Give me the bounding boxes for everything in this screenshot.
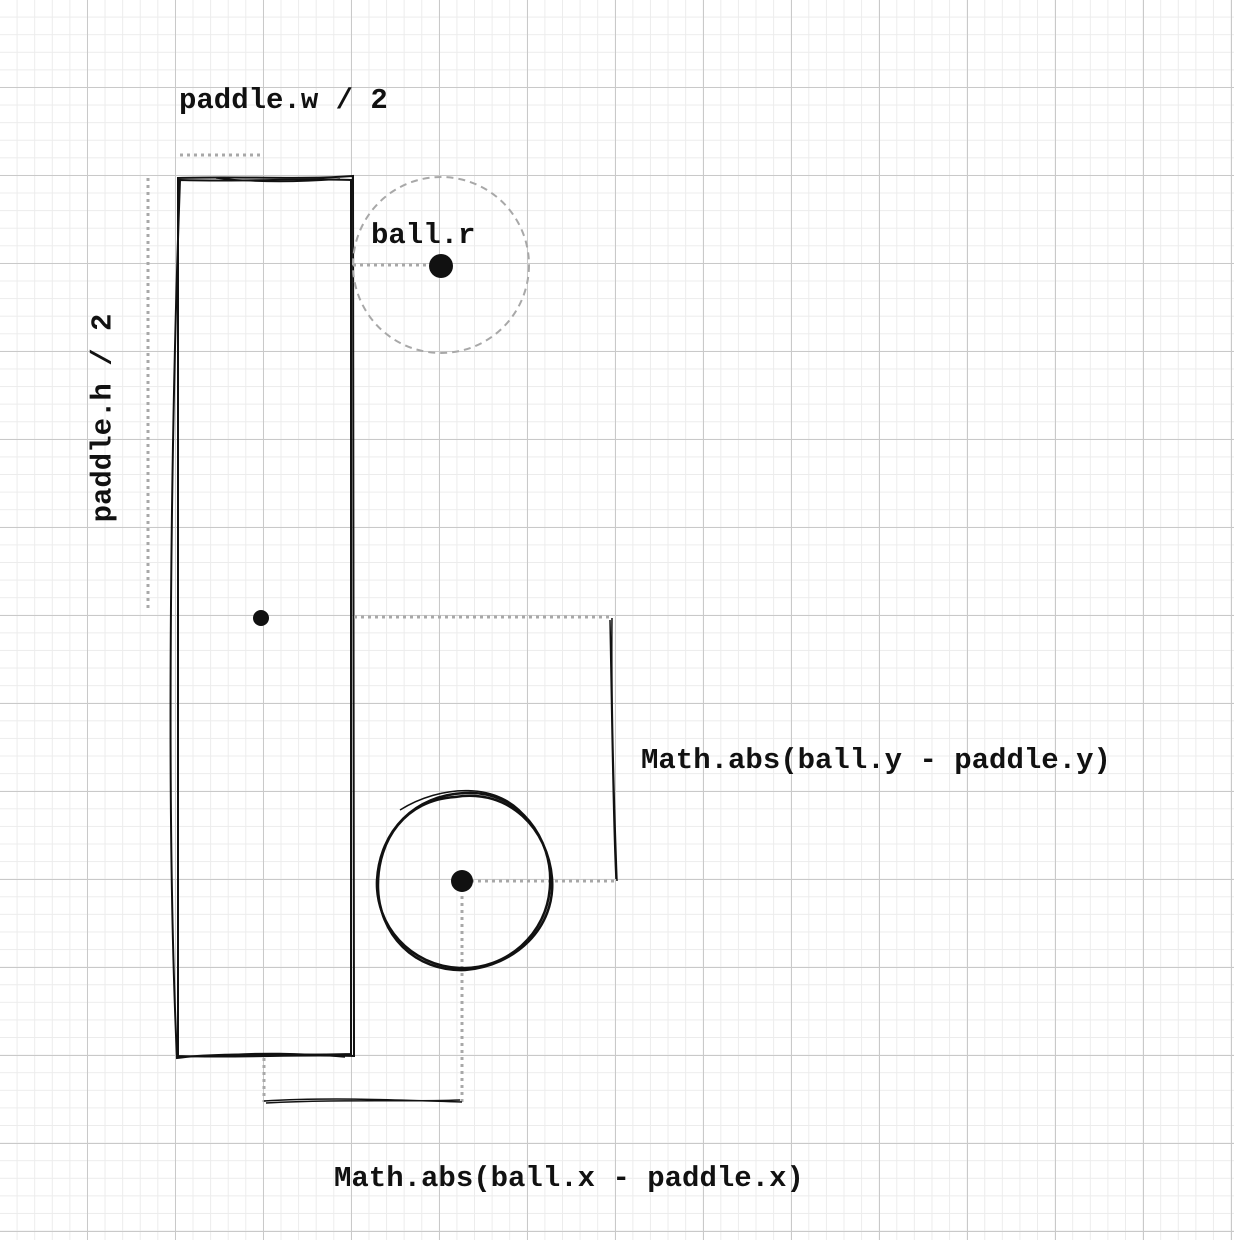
ball-radius-center-dot bbox=[429, 254, 453, 278]
dy-bracket bbox=[609, 617, 618, 882]
half-width-label: paddle.w / 2 bbox=[179, 84, 388, 117]
paddle bbox=[169, 174, 356, 1060]
dx-bracket bbox=[263, 1098, 463, 1104]
dx-label: Math.abs(ball.x - paddle.x) bbox=[334, 1162, 804, 1195]
dy-label: Math.abs(ball.y - paddle.y) bbox=[641, 744, 1111, 777]
ball-center-dot bbox=[451, 870, 473, 892]
half-height-label: paddle.h / 2 bbox=[86, 313, 120, 523]
ball bbox=[375, 789, 554, 972]
ball-radius-label: ball.r bbox=[371, 219, 476, 252]
paddle-center-dot bbox=[253, 610, 269, 626]
